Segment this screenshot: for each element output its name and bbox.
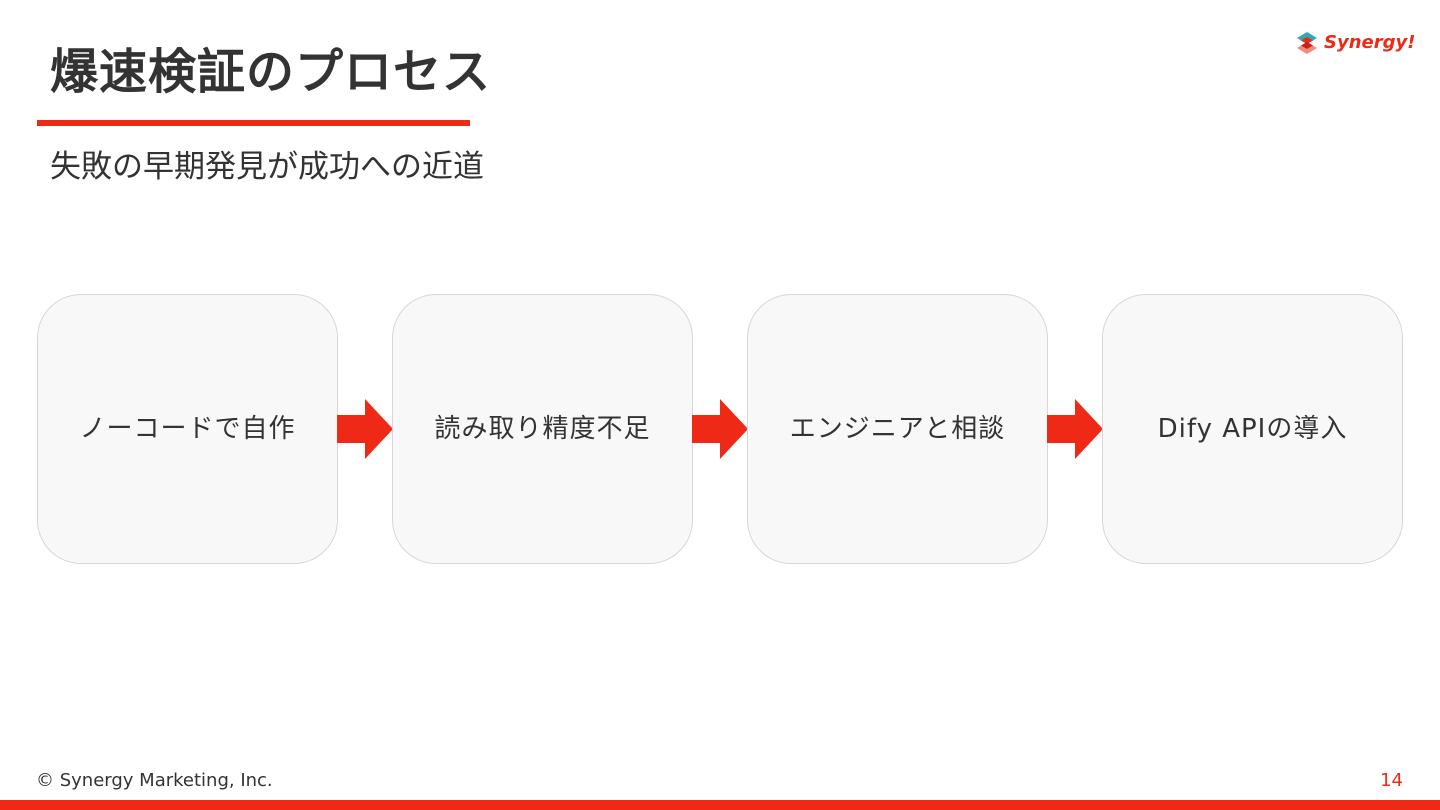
process-step-label: エンジニアと相談 xyxy=(789,414,1006,444)
right-arrow-icon xyxy=(337,399,393,459)
right-arrow-icon xyxy=(1047,399,1103,459)
synergy-logo: Synergy! xyxy=(1296,29,1415,57)
logo-text: Synergy! xyxy=(1324,32,1416,53)
footer-bar xyxy=(0,800,1440,810)
process-step-1: ノーコードで自作 xyxy=(37,294,338,564)
process-step-2: 読み取り精度不足 xyxy=(392,294,693,564)
process-step-label: 読み取り精度不足 xyxy=(434,414,651,444)
process-step-label: Dify APIの導入 xyxy=(1157,414,1348,444)
footer-copyright: © Synergy Marketing, Inc. xyxy=(36,770,273,791)
slide-subtitle: 失敗の早期発見が成功への近道 xyxy=(50,149,484,185)
slide-title: 爆速検証のプロセス xyxy=(50,44,492,100)
process-step-3: エンジニアと相談 xyxy=(747,294,1048,564)
page-number: 14 xyxy=(1380,770,1403,791)
process-flow: ノーコードで自作 読み取り精度不足 エンジニアと相談 Dify APIの導入 xyxy=(37,294,1403,564)
process-step-label: ノーコードで自作 xyxy=(79,414,296,444)
title-underline xyxy=(37,120,470,126)
right-arrow-icon xyxy=(692,399,748,459)
synergy-s-logo-icon xyxy=(1297,32,1317,54)
process-step-4: Dify APIの導入 xyxy=(1102,294,1403,564)
